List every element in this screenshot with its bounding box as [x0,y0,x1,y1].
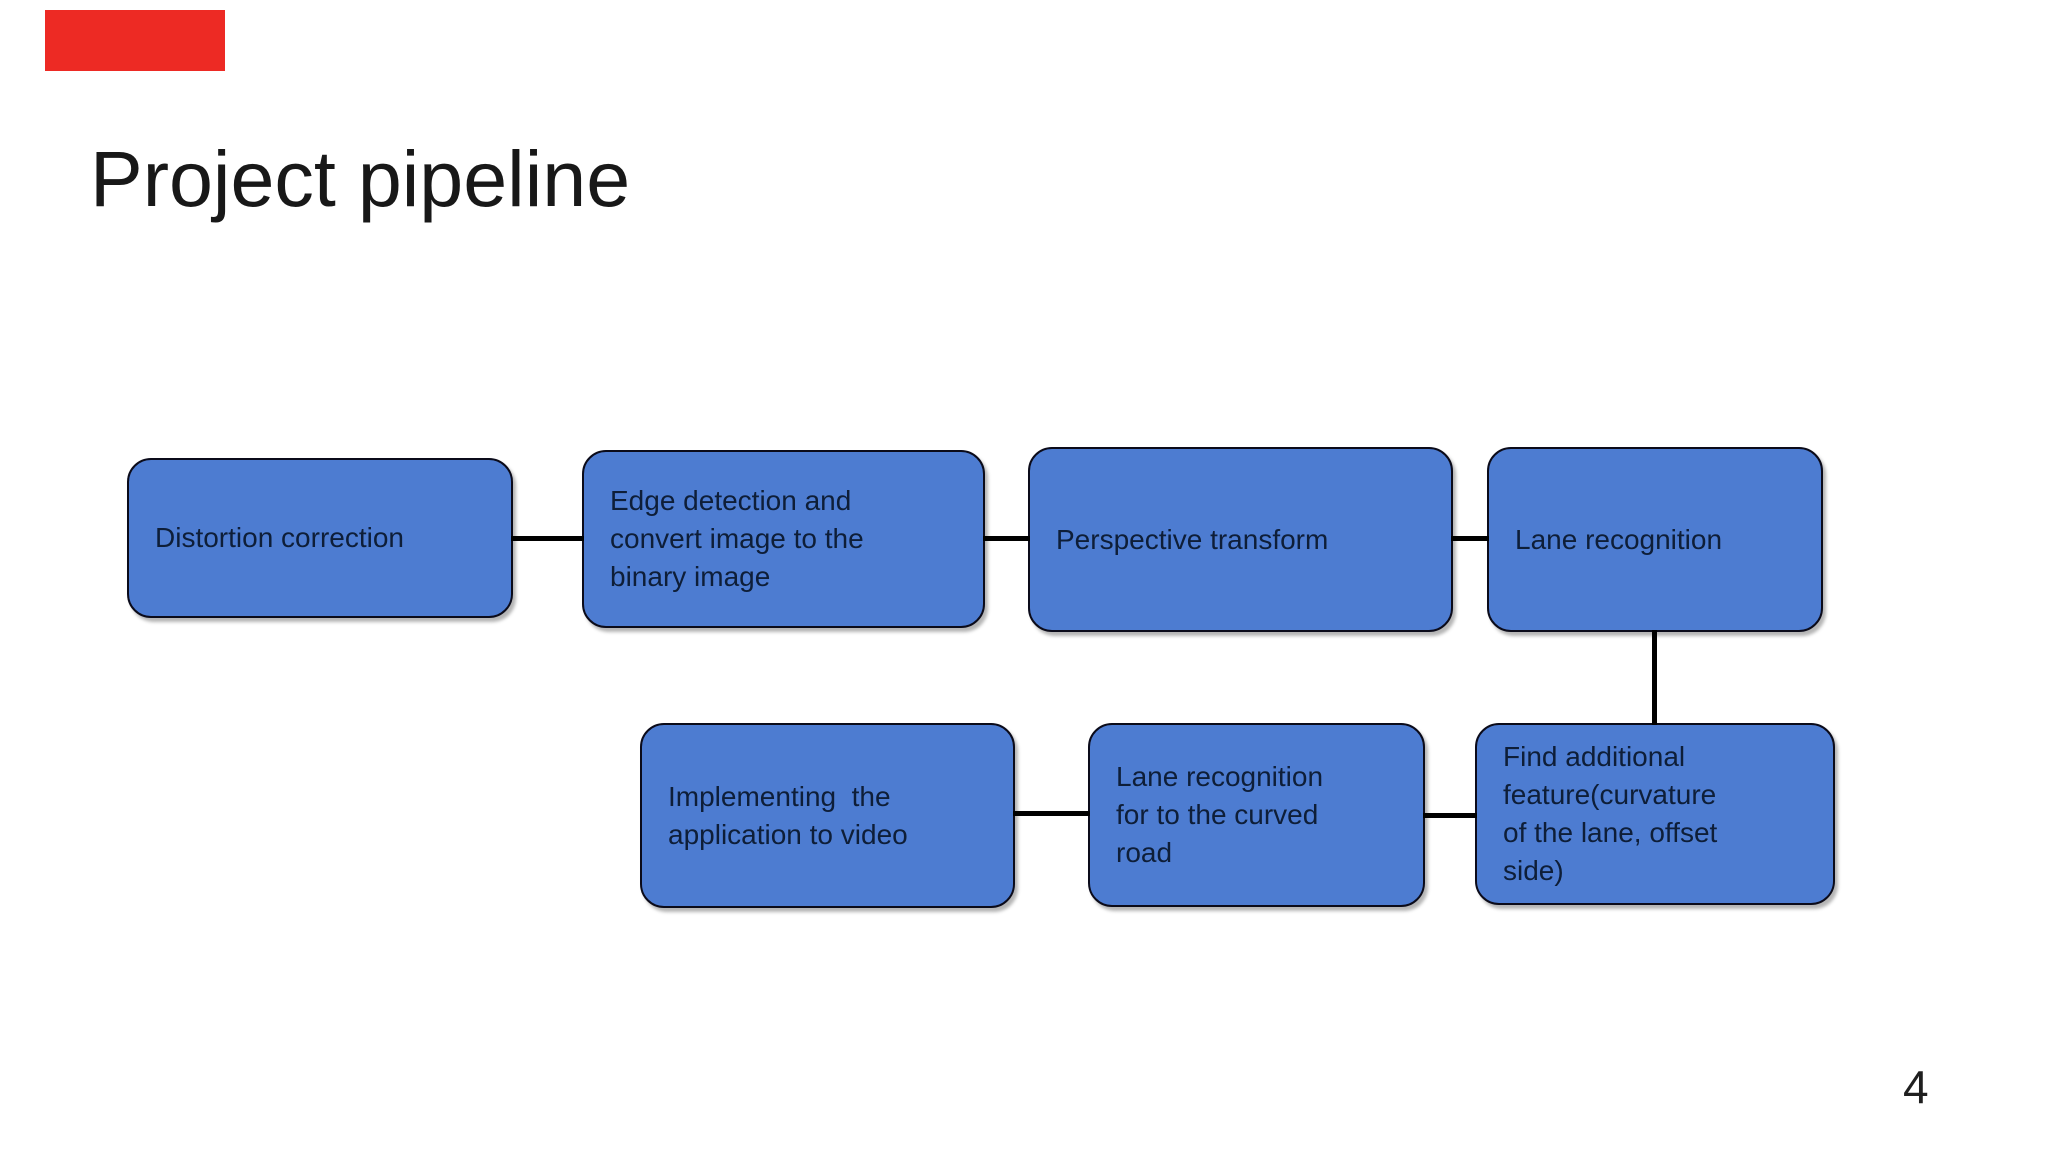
connector-line [1451,536,1489,541]
flow-node-perspective-transform: Perspective transform [1028,447,1453,632]
flow-node-edge-detection: Edge detection and convert image to the … [582,450,985,628]
flow-node-label: Implementing the application to video [668,780,908,850]
flow-node-implementing-video: Implementing the application to video [640,723,1015,908]
connector-line [1423,813,1477,818]
connector-line [983,536,1030,541]
flow-node-label: Perspective transform [1056,523,1329,555]
flow-node-lane-recognition: Lane recognition [1487,447,1823,632]
flow-node-distortion-correction: Distortion correction [127,458,513,618]
flow-node-label: Edge detection and convert image to the … [610,485,864,592]
slide-title: Project pipeline [90,134,631,223]
page-number: 4 [1903,1061,1929,1113]
flow-node-find-additional-feature: Find additional feature(curvature of the… [1475,723,1835,905]
flow-node-label: Find additional feature(curvature of the… [1503,741,1718,886]
flow-node-label: Lane recognition for to the curved road [1116,761,1324,868]
red-marker [45,10,225,71]
flow-node-label: Lane recognition [1515,523,1723,555]
connector-line [1013,811,1090,816]
flow-node-label: Distortion correction [155,522,404,553]
connector-line-vertical [1652,630,1657,725]
flow-node-lane-recognition-curved: Lane recognition for to the curved road [1088,723,1425,907]
connector-line [511,536,584,541]
